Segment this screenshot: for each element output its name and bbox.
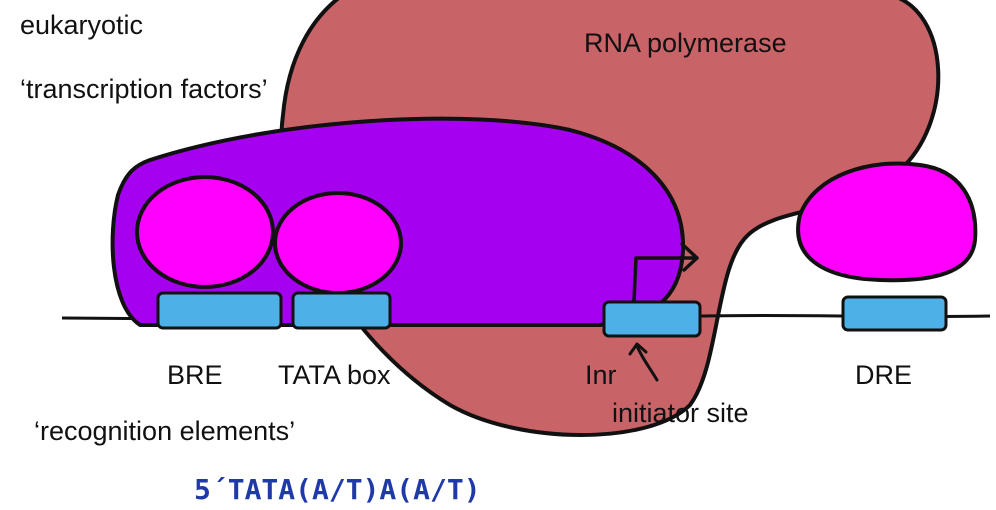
rna-polymerase-label: RNA polymerase — [584, 28, 787, 58]
transcription-factors-label: ‘transcription factors’ — [20, 74, 268, 104]
dre-box — [841, 295, 948, 332]
transcription-factor-complex — [110, 116, 686, 327]
factor-subunit-right — [796, 161, 978, 283]
initiator-site-label: initiator site — [612, 398, 749, 428]
inr-pointer-arrow — [628, 342, 659, 382]
inr-box — [602, 300, 702, 338]
bre-box — [156, 291, 283, 330]
bre-label: BRE — [167, 360, 223, 390]
tata-box — [291, 291, 392, 330]
factor-subunit-tata — [273, 191, 403, 295]
inr-label: Inr — [585, 360, 617, 390]
consensus-sequence: 5´TATA(A/T)A(A/T) — [194, 473, 481, 506]
recognition-elements-label: ‘recognition elements’ — [34, 416, 296, 446]
transcription-start-arrow — [632, 242, 699, 302]
tata-box-label: TATA box — [278, 360, 391, 390]
dre-label: DRE — [855, 360, 913, 390]
eukaryotic-label: eukaryotic — [20, 10, 144, 40]
factor-subunit-left — [135, 175, 275, 289]
